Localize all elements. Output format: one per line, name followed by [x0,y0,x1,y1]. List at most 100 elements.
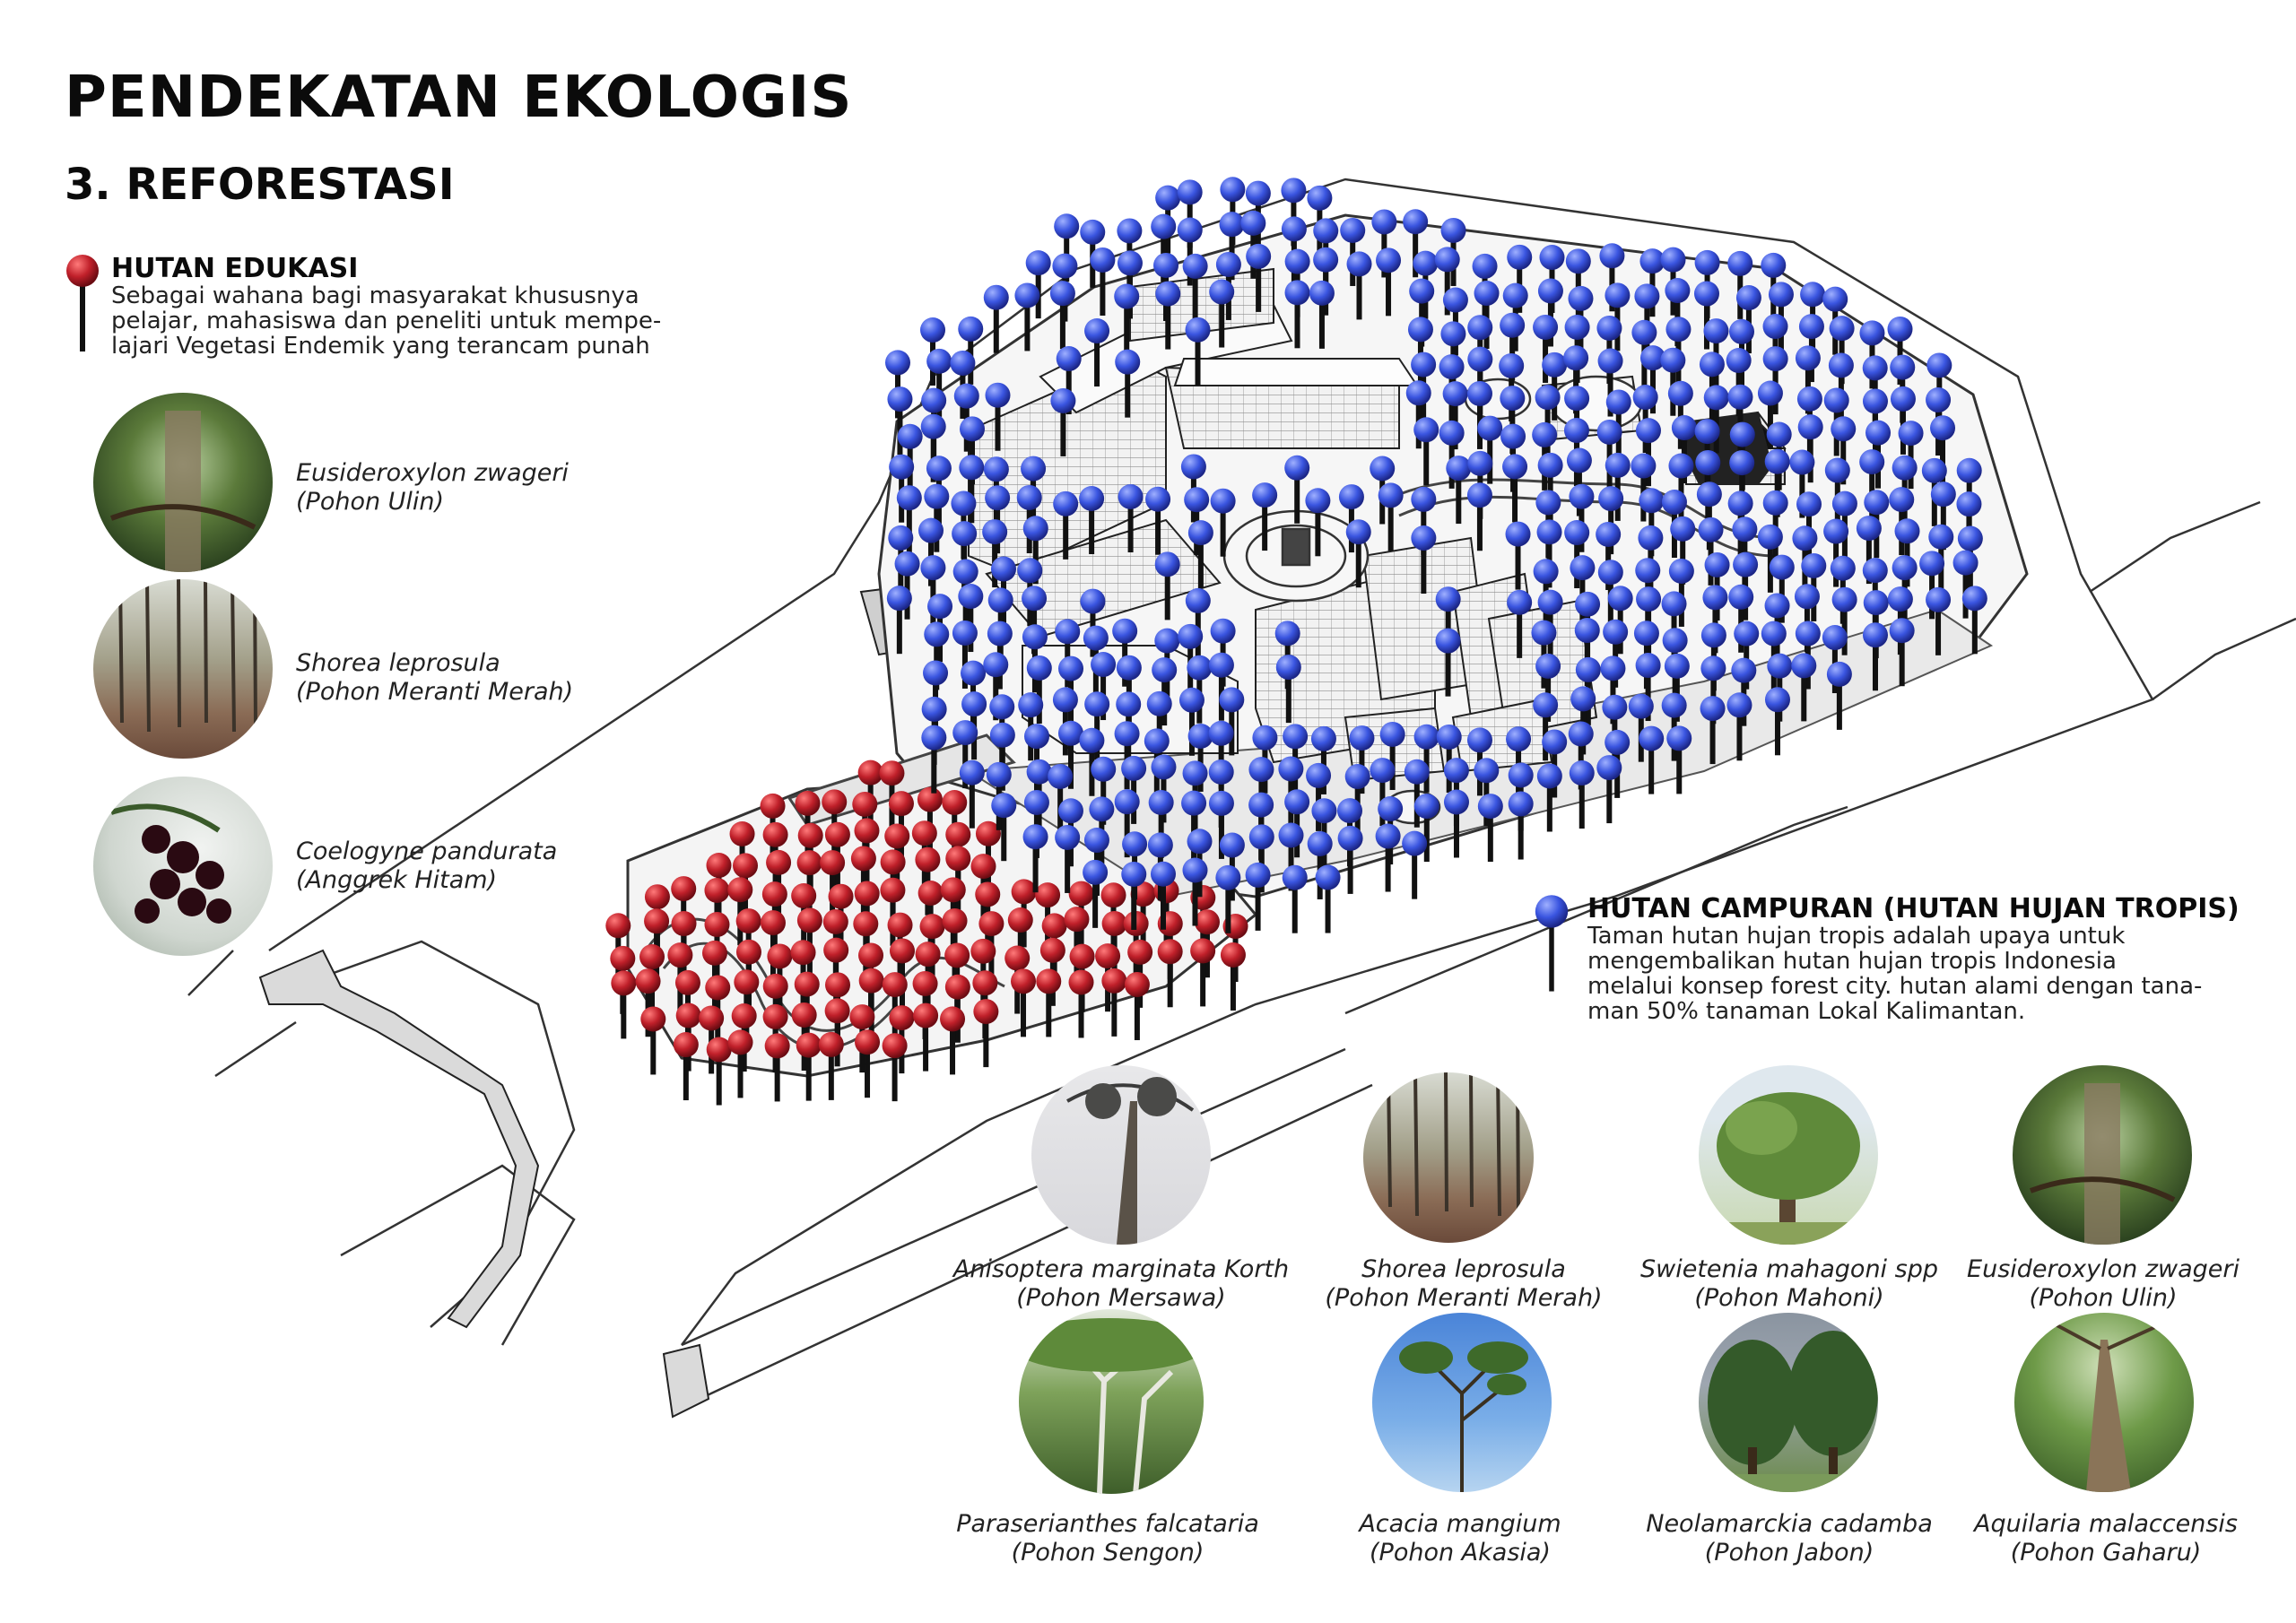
blue-tree-pin [1856,516,1882,585]
blue-tree-pin [1053,490,1079,560]
blue-tree-pin [1219,212,1245,281]
blue-tree-pin [920,413,946,482]
caption-campuran-4: Eusideroxylon zwageri (Pohon Ulin) [1967,1255,2239,1313]
blue-tree-pin [1693,281,1719,350]
blue-tree-pin [1402,830,1428,899]
blue-tree-pin [1148,789,1174,858]
blue-tree-pin [1859,449,1885,518]
photo-ulin [2013,1065,2192,1245]
blue-tree-pin [1930,415,1956,484]
blue-tree-pin [1961,586,1987,655]
blue-tree-pin [1185,317,1211,386]
red-tree-pin [1011,968,1037,1037]
blue-tree-pin [1789,449,1815,518]
caption-local: (Pohon Mersawa) [1016,1284,1226,1312]
blue-tree-pin [1379,721,1405,790]
blue-tree-pin [1507,589,1533,658]
desc-line: Taman hutan hujan tropis adalah upaya un… [1587,923,2126,950]
caption-latin: Swietenia mahagoni spp [1640,1255,1938,1283]
caption-local: (Pohon Meranti Merah) [1325,1284,1603,1312]
blue-tree-pin [1831,416,1857,485]
blue-tree-pin [1049,281,1075,350]
desc-line: mengembalikan hutan hujan tropis Indones… [1587,948,2117,975]
desc-line: Sebagai wahana bagi masyarakat khususnya [111,282,639,309]
blue-tree-pin [1114,283,1140,352]
red-tree-pin [1036,968,1062,1037]
caption-latin: Acacia mangium [1359,1510,1561,1538]
red-tree-pin [640,1006,666,1075]
blue-tree-pin [1435,628,1461,697]
blue-tree-pin [1563,345,1589,414]
blue-tree-pin [1403,209,1429,278]
caption-latin: Neolamarckia cadamba [1646,1510,1933,1538]
caption-local: (Pohon Ulin) [2029,1284,2178,1312]
blue-tree-pin [1536,763,1562,832]
blue-tree-pin [1500,312,1526,381]
blue-tree-pin [1597,348,1623,417]
red-tree-pin [882,1033,908,1102]
blue-tree-pin [1210,488,1236,557]
caption-local: (Pohon Sengon) [1011,1539,1205,1567]
blue-tree-pin [1826,661,1852,730]
blue-tree-pin [1413,794,1439,863]
blue-tree-pin [1155,281,1181,350]
blue-tree-pin [1726,692,1752,761]
blue-tree-pin [1505,521,1531,590]
blue-tree-pin [1533,314,1559,383]
blue-tree-pin [1282,864,1308,933]
blue-pins-layer [885,177,1987,933]
photo-mersawa [1031,1065,1211,1245]
blue-tree-pin [1150,861,1176,930]
caption-latin: Aquilaria malaccensis [1974,1510,2238,1538]
desc-line: man 50% tanaman Lokal Kalimantan. [1587,998,2026,1025]
blue-tree-pin [1635,653,1661,722]
blue-tree-pin [1154,551,1180,621]
desc-line: pelajar, mahasiswa dan peneliti untuk me… [111,308,662,334]
red-tree-pin [940,1006,966,1075]
blue-tree-pin [985,382,1011,451]
blue-tree-pin [1466,482,1492,551]
blue-tree-pin [1569,760,1595,829]
blue-tree-pin [1599,243,1625,312]
blue-tree-pin [1700,696,1726,765]
blue-tree-pin [1115,349,1141,418]
caption-latin: Shorea leprosula [296,649,500,677]
blue-tree-pin [1208,790,1234,859]
photo-ulin-forest [93,393,273,572]
caption-latin: Eusideroxylon zwageri [296,459,569,487]
caption-campuran-7: Neolamarckia cadamba (Pohon Jabon) [1646,1510,1933,1567]
caption-campuran-8: Aquilaria malaccensis (Pohon Gaharu) [1974,1510,2238,1567]
blue-tree-pin [1831,586,1857,655]
blue-tree-pin [1533,692,1559,761]
blue-tree-pin [982,519,1008,588]
blue-tree-pin [1345,519,1371,588]
red-tree-pin [1157,939,1183,1008]
red-pins-layer [605,759,1248,1106]
blue-tree-pin [1376,247,1402,317]
red-tree-pin [913,1002,939,1072]
blue-tree-pin [1050,387,1076,456]
blue-tree-pin [1187,520,1213,589]
blue-tree-pin [1245,862,1271,931]
photo-jabon [1699,1313,1878,1492]
blue-tree-pin [887,386,913,456]
legend-edukasi-desc: Sebagai wahana bagi masyarakat khususnya… [111,283,661,359]
blue-tree-pin [1666,725,1692,794]
blue-tree-pin [1413,417,1439,486]
blue-tree-pin [896,485,922,554]
blue-tree-pin [1411,525,1437,595]
blue-tree-pin [1764,687,1790,756]
caption-campuran-3: Swietenia mahagoni spp (Pohon Mahoni) [1640,1255,1938,1313]
blue-tree-pin [983,284,1009,353]
blue-tree-pin [1446,456,1472,525]
caption-local: (Pohon Meranti Merah) [296,678,574,706]
photo-mahoni [1699,1065,1878,1245]
blue-tree-pin [1375,823,1401,892]
red-tree-pin [764,1033,790,1102]
blue-tree-pin [1057,720,1083,789]
blue-tree-pin [1443,789,1469,858]
blue-tree-pin [886,586,912,655]
caption-campuran-5: Paraserianthes falcataria (Pohon Sengon) [956,1510,1259,1567]
blue-tree-pin [1337,825,1363,894]
